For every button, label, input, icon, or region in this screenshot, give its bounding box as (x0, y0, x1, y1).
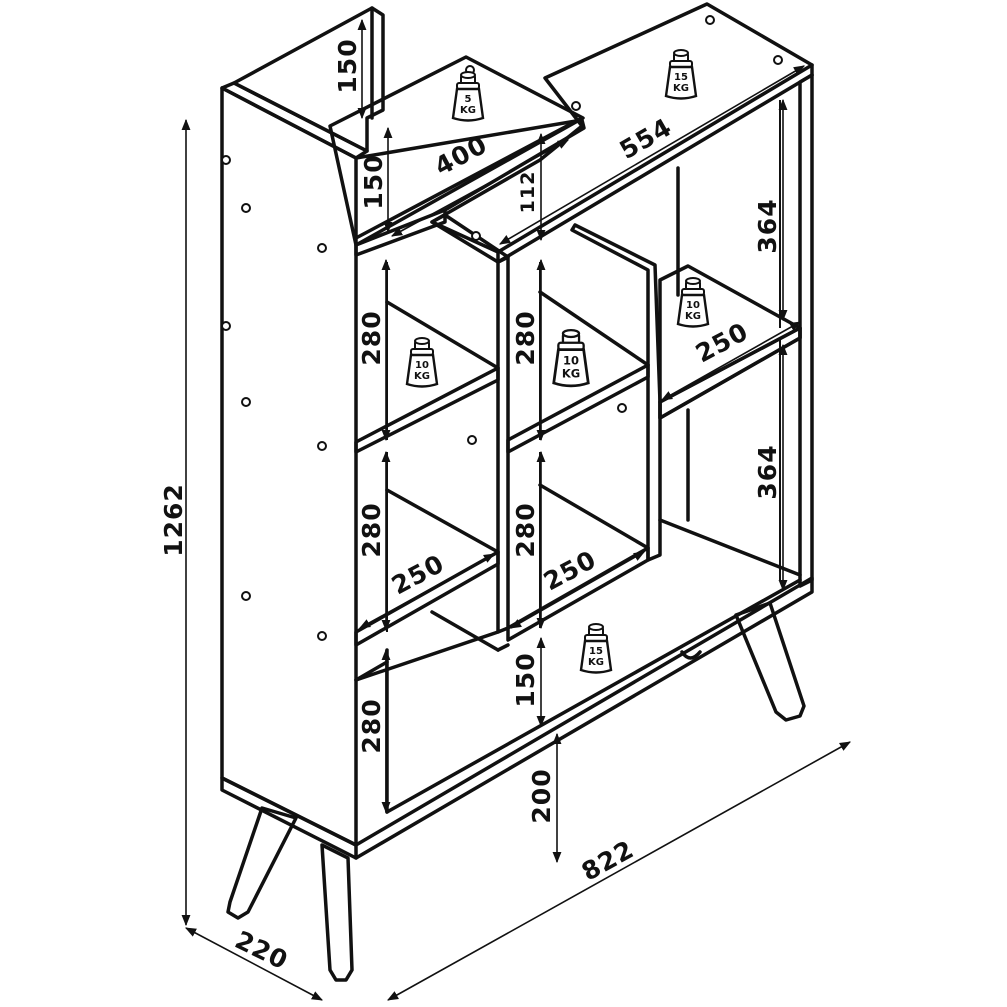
weight-icon: 15 KG (664, 48, 698, 100)
svg-text:5: 5 (465, 94, 472, 105)
bookshelf-drawing (220, 2, 814, 982)
weight-icon: 10 KG (676, 276, 710, 328)
dim-total-height: 1262 (159, 483, 188, 557)
right-side-panel (798, 73, 814, 588)
svg-text:KG: KG (414, 371, 430, 382)
svg-text:KG: KG (685, 311, 701, 322)
leg-back-left (226, 806, 298, 920)
dim-middle-cubby-2: 280 (511, 502, 540, 557)
dim-top-right-offset: 112 (517, 171, 539, 214)
load-weights: 5 KG 15 KG 10 KG 10 KG 10 KG 15 KG (405, 48, 710, 674)
weight-icon: 15 KG (579, 622, 613, 674)
dim-right-lower-height: 364 (753, 444, 782, 499)
leg-front-right (734, 601, 806, 722)
weight-icon: 5 KG (451, 70, 485, 122)
svg-text:10: 10 (563, 354, 579, 368)
dim-left-cubby-2: 280 (357, 502, 386, 557)
dim-total-width: 822 (577, 835, 639, 887)
dim-left-shelf-depth: 250 (387, 549, 449, 601)
dim-top-left-upright: 150 (333, 38, 362, 93)
dim-middle-shelf-depth: 250 (539, 545, 601, 597)
svg-text:15: 15 (674, 72, 688, 83)
weight-icon: 10 KG (552, 328, 590, 388)
svg-text:10: 10 (415, 360, 429, 371)
svg-text:15: 15 (589, 646, 603, 657)
dim-top-right-shelf-width: 554 (615, 112, 677, 165)
dim-left-cubby-3: 280 (357, 698, 386, 753)
screw-holes (221, 15, 783, 641)
base-board (220, 576, 814, 860)
middle-shelf-1 (506, 363, 650, 454)
leg-front-left (320, 843, 354, 982)
svg-text:KG: KG (673, 83, 689, 94)
dim-top-left-cubby: 150 (359, 154, 388, 209)
left-side-panel (220, 86, 358, 847)
leg-back-right (680, 650, 702, 660)
svg-text:KG: KG (588, 657, 604, 668)
svg-text:KG: KG (460, 105, 476, 116)
dimension-lines (181, 18, 851, 1001)
dim-middle-cubby-1: 280 (511, 310, 540, 365)
dim-left-cubby-1: 280 (357, 310, 386, 365)
left-shelf-1 (354, 366, 500, 454)
dim-right-upper-height: 364 (753, 198, 782, 253)
dim-middle-bottom: 150 (511, 652, 540, 707)
svg-text:KG: KG (562, 366, 580, 380)
svg-text:10: 10 (686, 300, 700, 311)
weight-icon: 10 KG (405, 336, 439, 388)
dim-leg-height: 200 (527, 768, 556, 823)
